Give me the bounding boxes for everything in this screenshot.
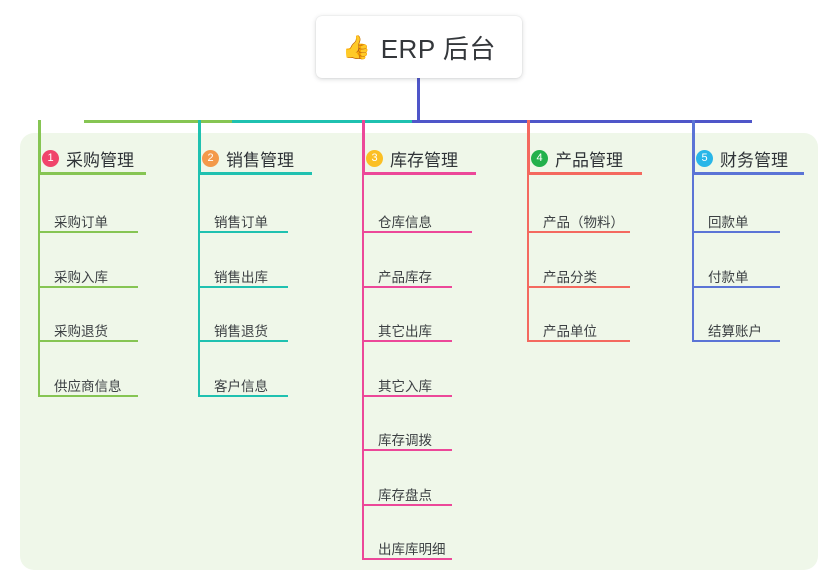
leaf-item-产品库存[interactable]: 产品库存 xyxy=(378,269,432,285)
leaf-underline-3-3 xyxy=(362,340,452,342)
leaf-underline-3-1 xyxy=(362,231,472,233)
column-drop-line-4 xyxy=(527,120,530,172)
leaf-underline-1-3 xyxy=(38,340,138,342)
column-header-underline-1 xyxy=(38,172,146,175)
leaf-underline-3-5 xyxy=(362,449,452,451)
column-header-财务管理[interactable]: 5 财务管理 xyxy=(696,146,788,171)
connector-bar-segment-1 xyxy=(84,120,232,123)
leaf-underline-4-3 xyxy=(527,340,630,342)
column-header-销售管理[interactable]: 2 销售管理 xyxy=(202,146,294,171)
column-drop-line-5 xyxy=(692,120,695,172)
root-node-content: 👍 ERP 后台 xyxy=(342,29,496,66)
column-badge-1: 1 xyxy=(42,150,59,167)
leaf-item-采购退货[interactable]: 采购退货 xyxy=(54,324,108,339)
column-spine-2 xyxy=(198,172,200,397)
column-drop-line-3 xyxy=(362,120,365,172)
root-node-title: ERP 后台 xyxy=(380,33,496,64)
leaf-item-供应商信息[interactable]: 供应商信息 xyxy=(54,378,122,394)
column-header-产品管理[interactable]: 4 产品管理 xyxy=(531,146,623,171)
leaf-item-销售订单[interactable]: 销售订单 xyxy=(214,215,268,230)
connector-bar-segment-3 xyxy=(412,120,752,123)
thumbs-up-icon: 👍 xyxy=(342,33,371,60)
leaf-item-回款单[interactable]: 回款单 xyxy=(708,215,749,230)
leaf-underline-5-3 xyxy=(692,340,780,342)
leaf-underline-4-1 xyxy=(527,231,630,233)
leaf-underline-2-4 xyxy=(198,394,288,397)
column-spine-5 xyxy=(692,172,694,342)
leaf-item-库存盘点[interactable]: 库存盘点 xyxy=(378,487,432,503)
leaf-item-其它入库[interactable]: 其它入库 xyxy=(378,378,432,394)
leaf-item-其它出库[interactable]: 其它出库 xyxy=(378,324,432,339)
column-header-underline-5 xyxy=(692,172,804,175)
column-header-label: 库存管理 xyxy=(390,151,458,170)
leaf-item-采购入库[interactable]: 采购入库 xyxy=(54,269,108,285)
column-badge-2: 2 xyxy=(202,150,219,167)
column-spine-1 xyxy=(38,172,40,397)
leaf-item-付款单[interactable]: 付款单 xyxy=(708,269,749,285)
root-stem-line xyxy=(417,78,420,123)
column-badge-5: 5 xyxy=(696,150,713,167)
column-drop-line-2 xyxy=(198,120,201,172)
root-node-erp-backend[interactable]: 👍 ERP 后台 xyxy=(316,16,522,78)
leaf-underline-3-6 xyxy=(362,503,452,506)
connector-bar-segment-2 xyxy=(232,120,412,123)
leaf-item-出库库明细[interactable]: 出库库明细 xyxy=(378,542,446,557)
leaf-item-客户信息[interactable]: 客户信息 xyxy=(214,378,268,394)
leaf-underline-4-2 xyxy=(527,285,630,288)
leaf-item-仓库信息[interactable]: 仓库信息 xyxy=(378,215,432,230)
leaf-underline-2-3 xyxy=(198,340,288,342)
leaf-underline-2-2 xyxy=(198,285,288,288)
column-header-underline-3 xyxy=(362,172,476,175)
column-drop-line-1 xyxy=(38,120,41,172)
leaf-underline-1-2 xyxy=(38,285,138,288)
column-header-label: 销售管理 xyxy=(226,151,294,170)
leaf-underline-3-2 xyxy=(362,285,452,288)
leaf-underline-2-1 xyxy=(198,231,288,233)
leaf-underline-1-1 xyxy=(38,231,138,233)
leaf-item-销售出库[interactable]: 销售出库 xyxy=(214,269,268,285)
column-header-label: 产品管理 xyxy=(555,151,623,170)
column-badge-3: 3 xyxy=(366,150,383,167)
leaf-item-结算账户[interactable]: 结算账户 xyxy=(708,324,762,339)
leaf-item-产品单位[interactable]: 产品单位 xyxy=(543,324,597,339)
leaf-item-产品（物料）[interactable]: 产品（物料） xyxy=(543,215,624,230)
leaf-underline-3-7 xyxy=(362,558,452,560)
column-header-label: 采购管理 xyxy=(66,151,134,170)
leaf-item-产品分类[interactable]: 产品分类 xyxy=(543,269,597,285)
leaf-underline-3-4 xyxy=(362,394,452,397)
column-header-underline-2 xyxy=(198,172,312,175)
leaf-item-采购订单[interactable]: 采购订单 xyxy=(54,215,108,230)
column-badge-4: 4 xyxy=(531,150,548,167)
leaf-underline-5-2 xyxy=(692,285,780,288)
leaf-item-销售退货[interactable]: 销售退货 xyxy=(214,324,268,339)
column-spine-4 xyxy=(527,172,529,342)
column-header-采购管理[interactable]: 1 采购管理 xyxy=(42,146,134,171)
leaf-underline-5-1 xyxy=(692,231,780,233)
column-header-库存管理[interactable]: 3 库存管理 xyxy=(366,146,458,171)
column-header-underline-4 xyxy=(527,172,642,175)
column-spine-3 xyxy=(362,172,364,560)
modules-panel xyxy=(20,133,818,570)
column-header-label: 财务管理 xyxy=(720,151,788,170)
leaf-underline-1-4 xyxy=(38,394,138,397)
leaf-item-库存调拨[interactable]: 库存调拨 xyxy=(378,433,432,448)
